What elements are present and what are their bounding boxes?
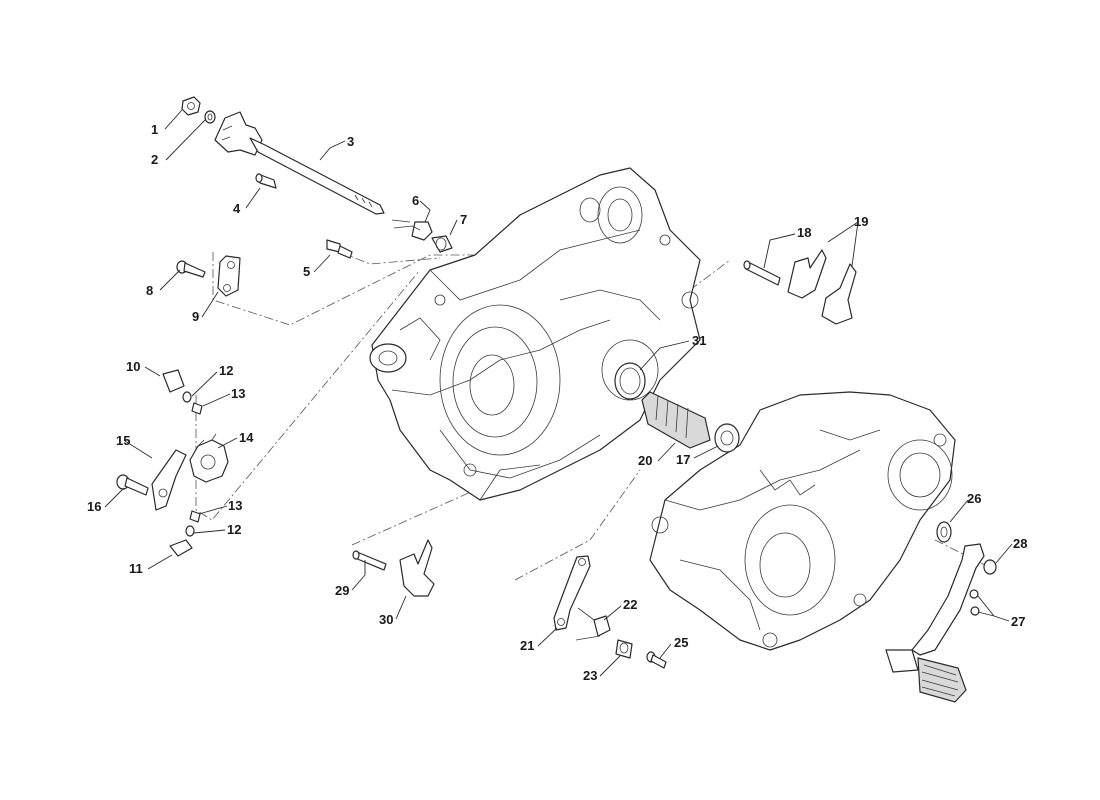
callout-25: 25 [674, 635, 688, 650]
part-13a-spring [191, 402, 203, 415]
part-2-washer [204, 110, 216, 124]
part-23-sleeve [615, 639, 633, 659]
leader-lines [104, 109, 1013, 677]
part-9-plate [217, 255, 241, 297]
callout-12-lower: 12 [227, 522, 241, 537]
callout-30: 30 [379, 612, 393, 627]
callout-15: 15 [116, 433, 130, 448]
callout-18: 18 [797, 225, 811, 240]
callout-22: 22 [623, 597, 637, 612]
callout-14: 14 [239, 430, 254, 445]
callout-3: 3 [347, 134, 354, 149]
callout-4: 4 [233, 201, 241, 216]
callout-9: 9 [192, 309, 199, 324]
part-22-spring [575, 607, 611, 641]
part-30-shift-fork [399, 539, 435, 597]
callout-6: 6 [412, 193, 419, 208]
part-27-shift-pedal [885, 543, 985, 703]
part-20-shift-drum [641, 391, 711, 449]
callout-27: 27 [1011, 614, 1025, 629]
part-5-stud [326, 239, 353, 259]
callout-21: 21 [520, 638, 534, 653]
callout-13-upper: 13 [231, 386, 245, 401]
part-10-block [162, 369, 185, 393]
part-29-pin [352, 550, 387, 571]
callout-29: 29 [335, 583, 349, 598]
part-17-bearing [714, 423, 740, 453]
part-18-fork-shaft [743, 260, 781, 286]
callout-labels: 1 2 3 4 5 6 7 8 9 10 11 12 12 13 13 14 1… [87, 122, 1027, 683]
callout-23: 23 [583, 668, 597, 683]
part-26-seal [936, 521, 952, 543]
part-21-lever [553, 555, 591, 631]
part-6-spring [391, 219, 433, 241]
callout-28: 28 [1013, 536, 1027, 551]
part-31-bearing [614, 362, 646, 400]
callout-17: 17 [676, 452, 690, 467]
callout-26: 26 [967, 491, 981, 506]
callout-7: 7 [460, 212, 467, 227]
part-13b-spring [189, 510, 201, 523]
part-8-bolt [176, 260, 206, 278]
callout-16: 16 [87, 499, 101, 514]
part-1-nut [181, 96, 201, 116]
callout-12-upper: 12 [219, 363, 233, 378]
part-12a-pin [182, 391, 192, 403]
part-25-bolt [646, 651, 667, 669]
callout-31: 31 [692, 333, 706, 348]
part-14-drum-segment [189, 433, 229, 483]
callout-13-lower: 13 [228, 498, 242, 513]
left-crankcase-half [369, 167, 701, 501]
callout-19: 19 [854, 214, 868, 229]
callout-10: 10 [126, 359, 140, 374]
callout-5: 5 [303, 264, 310, 279]
callout-20: 20 [638, 453, 652, 468]
callout-1: 1 [151, 122, 158, 137]
part-15-locking-lever [151, 449, 187, 511]
part-16-bolt [116, 474, 149, 496]
callout-2: 2 [151, 152, 158, 167]
callout-11: 11 [129, 561, 143, 576]
part-12b-pin [185, 525, 195, 537]
right-crankcase-half [649, 391, 956, 651]
part-3-shift-shaft [214, 111, 385, 215]
part-28-circlip [983, 559, 997, 575]
part-4-dowel [255, 173, 277, 189]
part-7-roller [431, 235, 453, 253]
callout-8: 8 [146, 283, 153, 298]
part-19-shift-forks [787, 249, 857, 325]
part-11-roller [169, 539, 193, 557]
